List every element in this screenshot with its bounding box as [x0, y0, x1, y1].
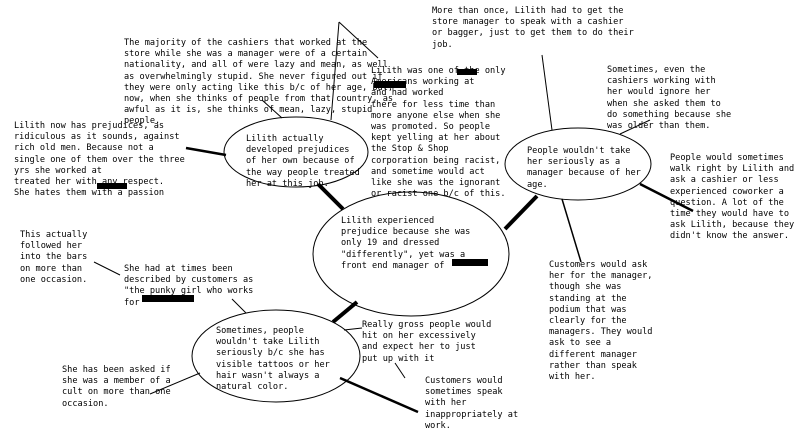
manager-age-text: People wouldn't take her seriously as a … — [527, 146, 641, 190]
link-punky-bars — [93, 261, 121, 276]
link-developed-cashiers — [261, 99, 283, 119]
redaction-bar — [452, 259, 488, 266]
americans-text: Lilith was one of the only Americans wor… — [371, 66, 506, 200]
link-manager-storemanager — [541, 54, 553, 131]
link-manager-ignore — [619, 119, 651, 135]
link-center-tattoos — [331, 300, 359, 324]
link-developed-americans-a — [330, 21, 340, 121]
developed-prejudices-ellipse — [223, 116, 369, 188]
redaction-bar — [457, 69, 477, 75]
bars-text: This actually followed her into the bars… — [20, 230, 88, 285]
link-center-developed — [316, 182, 345, 211]
tattoos-ellipse — [191, 309, 361, 403]
redaction-bar — [142, 295, 194, 302]
link-manager-customers — [561, 198, 582, 263]
link-developed-oldmen — [185, 146, 227, 157]
customers-manager-text: Customers would ask her for the manager,… — [549, 260, 653, 383]
link-developed-americans-b — [338, 21, 379, 59]
punky-text: She had at times been described by custo… — [124, 264, 254, 308]
speak-inappropriately-text: Customers would sometimes speak with her… — [425, 376, 519, 431]
old-men-text: Lilith now has prejudices, as ridiculous… — [14, 121, 185, 199]
store-manager-text: More than once, Lilith had to get the st… — [432, 6, 634, 50]
link-tattoos-punky — [231, 298, 247, 314]
tattoos-text: Sometimes, people wouldn't take Lilith s… — [216, 326, 330, 393]
link-center-manager — [503, 194, 539, 231]
link-gross-inappropriate — [394, 362, 406, 379]
redaction-bar — [97, 183, 127, 189]
walk-right-by-text: People would sometimes walk right by Lil… — [670, 153, 795, 242]
manager-age-ellipse — [504, 127, 652, 201]
center-text: Lilith experienced prejudice because she… — [341, 216, 471, 271]
cult-text: She has been asked if she was a member o… — [62, 365, 171, 409]
gross-text: Really gross people would hit on her exc… — [362, 320, 492, 364]
developed-prejudices-text: Lilith actually developed prejudices of … — [246, 134, 360, 189]
cashiers-nationality-text: The majority of the cashiers that worked… — [124, 38, 394, 127]
link-tattoos-inappropriate — [339, 376, 419, 414]
link-tattoos-gross — [343, 327, 363, 331]
link-tattoos-cult — [149, 372, 201, 395]
link-manager-walkby — [639, 182, 694, 213]
redaction-bar — [374, 81, 406, 88]
center-ellipse — [312, 191, 510, 317]
ignore-text: Sometimes, even the cashiers working wit… — [607, 65, 732, 132]
